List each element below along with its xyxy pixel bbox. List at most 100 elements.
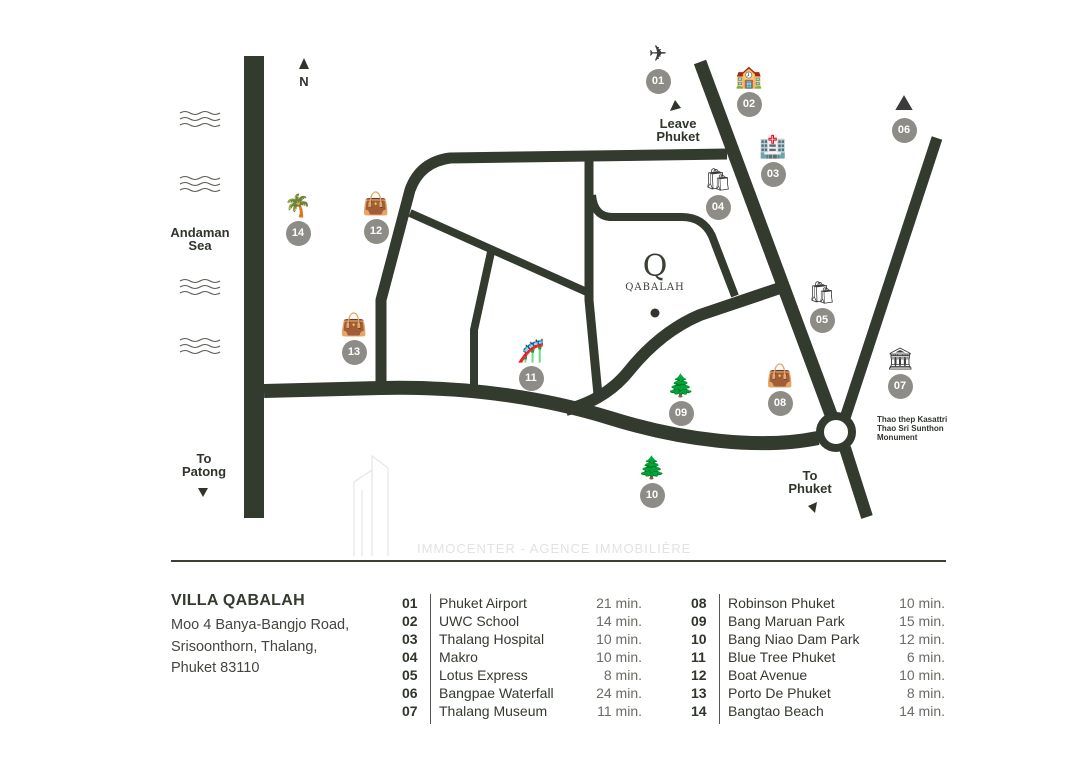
map-roads <box>244 56 943 519</box>
phuket-label-line1: To <box>802 468 818 483</box>
poi-marker-01[interactable]: ✈ 01 <box>638 41 678 94</box>
poi-number: 03 <box>760 162 786 187</box>
destination-time: 10 min. <box>899 595 945 611</box>
poi-number: 13 <box>341 340 367 365</box>
poi-marker-09[interactable]: 🌲 09 <box>661 373 701 426</box>
destination-time: 14 min. <box>899 703 945 719</box>
leave-arrow-icon <box>670 100 681 111</box>
connector-road <box>564 282 782 416</box>
poi-marker-12[interactable]: 👜 12 <box>356 191 396 244</box>
poi-marker-07[interactable]: 🏛 07 <box>880 346 920 399</box>
poi-number: 05 <box>809 308 835 333</box>
monument-line3: Monument <box>877 433 918 442</box>
address-line-2: Srisoonthorn, Thalang, <box>171 638 318 655</box>
poi-number: 11 <box>518 366 544 391</box>
destination-time: 8 min. <box>603 667 642 683</box>
andaman-sea-label: Andaman Sea <box>166 226 234 252</box>
poi-marker-08[interactable]: 👜 08 <box>760 363 800 416</box>
to-phuket-label: To Phuket <box>780 469 840 495</box>
destination-number: 09 <box>691 613 707 629</box>
destination-time: 24 min. <box>596 685 642 701</box>
poi-number: 08 <box>767 391 793 416</box>
sea-label-line2: Sea <box>188 238 212 253</box>
address-line-3: Phuket 83110 <box>171 660 260 676</box>
sea-waves <box>179 110 221 355</box>
destination-time: 15 min. <box>899 613 945 629</box>
logo-text: QABALAH <box>625 282 685 293</box>
park-trees-icon: 🌲 <box>667 374 695 399</box>
watermark-building-icon <box>353 454 389 556</box>
column-divider-left <box>430 594 431 724</box>
destination-name: Bang Niao Dam Park <box>728 631 860 647</box>
highway-northeast <box>693 59 840 423</box>
roundabout <box>816 412 856 452</box>
destination-time: 14 min. <box>596 613 642 629</box>
poi-number: 01 <box>645 69 671 94</box>
destination-number: 02 <box>402 613 418 629</box>
destination-name: Robinson Phuket <box>728 595 835 611</box>
park-trees-icon: 🌲 <box>638 456 666 481</box>
poi-number: 14 <box>285 221 311 246</box>
grocery-bag-icon: 🛍 <box>704 168 732 193</box>
destination-name: Thalang Museum <box>439 703 548 719</box>
destination-name: Boat Avenue <box>728 667 808 683</box>
address-block: VILLA QABALAH Moo 4 Banya-Bangjo Road, S… <box>171 592 349 680</box>
shopping-bag-icon: 👜 <box>362 192 390 217</box>
destination-name: Blue Tree Phuket <box>728 649 836 665</box>
destination-number: 11 <box>691 649 706 665</box>
north-label-text: N <box>299 74 309 89</box>
poi-marker-11[interactable]: 🎢 11 <box>511 338 551 391</box>
poi-marker-04[interactable]: 🛍 04 <box>698 167 738 220</box>
school-icon: 🏫 <box>735 65 763 90</box>
poi-number: 04 <box>705 195 731 220</box>
patong-label-line1: To <box>196 451 212 466</box>
highway-south <box>839 446 873 519</box>
address-line-1: Moo 4 Banya-Bangjo Road, <box>171 617 350 633</box>
destination-number: 10 <box>691 631 707 647</box>
diagonal-road-upper <box>408 209 591 297</box>
destination-name: Porto De Phuket <box>728 685 831 701</box>
poi-marker-06[interactable]: ⛰ 06 <box>884 90 924 143</box>
waterfall-icon: ⛰ <box>894 91 914 116</box>
poi-marker-02[interactable]: 🏫 02 <box>729 64 769 117</box>
destination-name: Thalang Hospital <box>439 631 545 647</box>
inner-road-top <box>588 194 739 298</box>
destination-time: 8 min. <box>906 685 945 701</box>
central-road <box>584 160 603 396</box>
leave-phuket-label: Leave Phuket <box>647 117 709 143</box>
poi-marker-14[interactable]: 🌴 14 <box>278 193 318 246</box>
hospital-icon: 🏥 <box>759 135 787 160</box>
poi-marker-03[interactable]: 🏥 03 <box>753 134 793 187</box>
monument-line2: Thao Sri Sunthon <box>877 424 944 433</box>
destination-number: 04 <box>402 649 418 665</box>
airplane-icon: ✈ <box>648 42 668 67</box>
destination-name: Bang Maruan Park <box>728 613 845 629</box>
poi-number: 09 <box>668 401 694 426</box>
poi-marker-10[interactable]: 🌲 10 <box>632 455 672 508</box>
leave-label-line2: Phuket <box>656 129 700 144</box>
qabalah-logo-icon: Q <box>642 249 668 284</box>
leave-label-line1: Leave <box>659 116 697 131</box>
poi-marker-13[interactable]: 👜 13 <box>334 312 374 365</box>
poi-number: 02 <box>736 92 762 117</box>
poi-marker-05[interactable]: 🛍 05 <box>802 280 842 333</box>
destination-time: 12 min. <box>899 631 945 647</box>
destination-time: 11 min. <box>597 703 642 719</box>
to-patong-label: To Patong <box>172 452 236 478</box>
destination-row: 10 Bang Niao Dam Park 12 min. <box>691 630 945 648</box>
north-arrow-icon <box>299 58 309 69</box>
highway-east <box>839 136 943 420</box>
shopping-bag-icon: 👜 <box>766 364 794 389</box>
destination-time: 10 min. <box>596 631 642 647</box>
